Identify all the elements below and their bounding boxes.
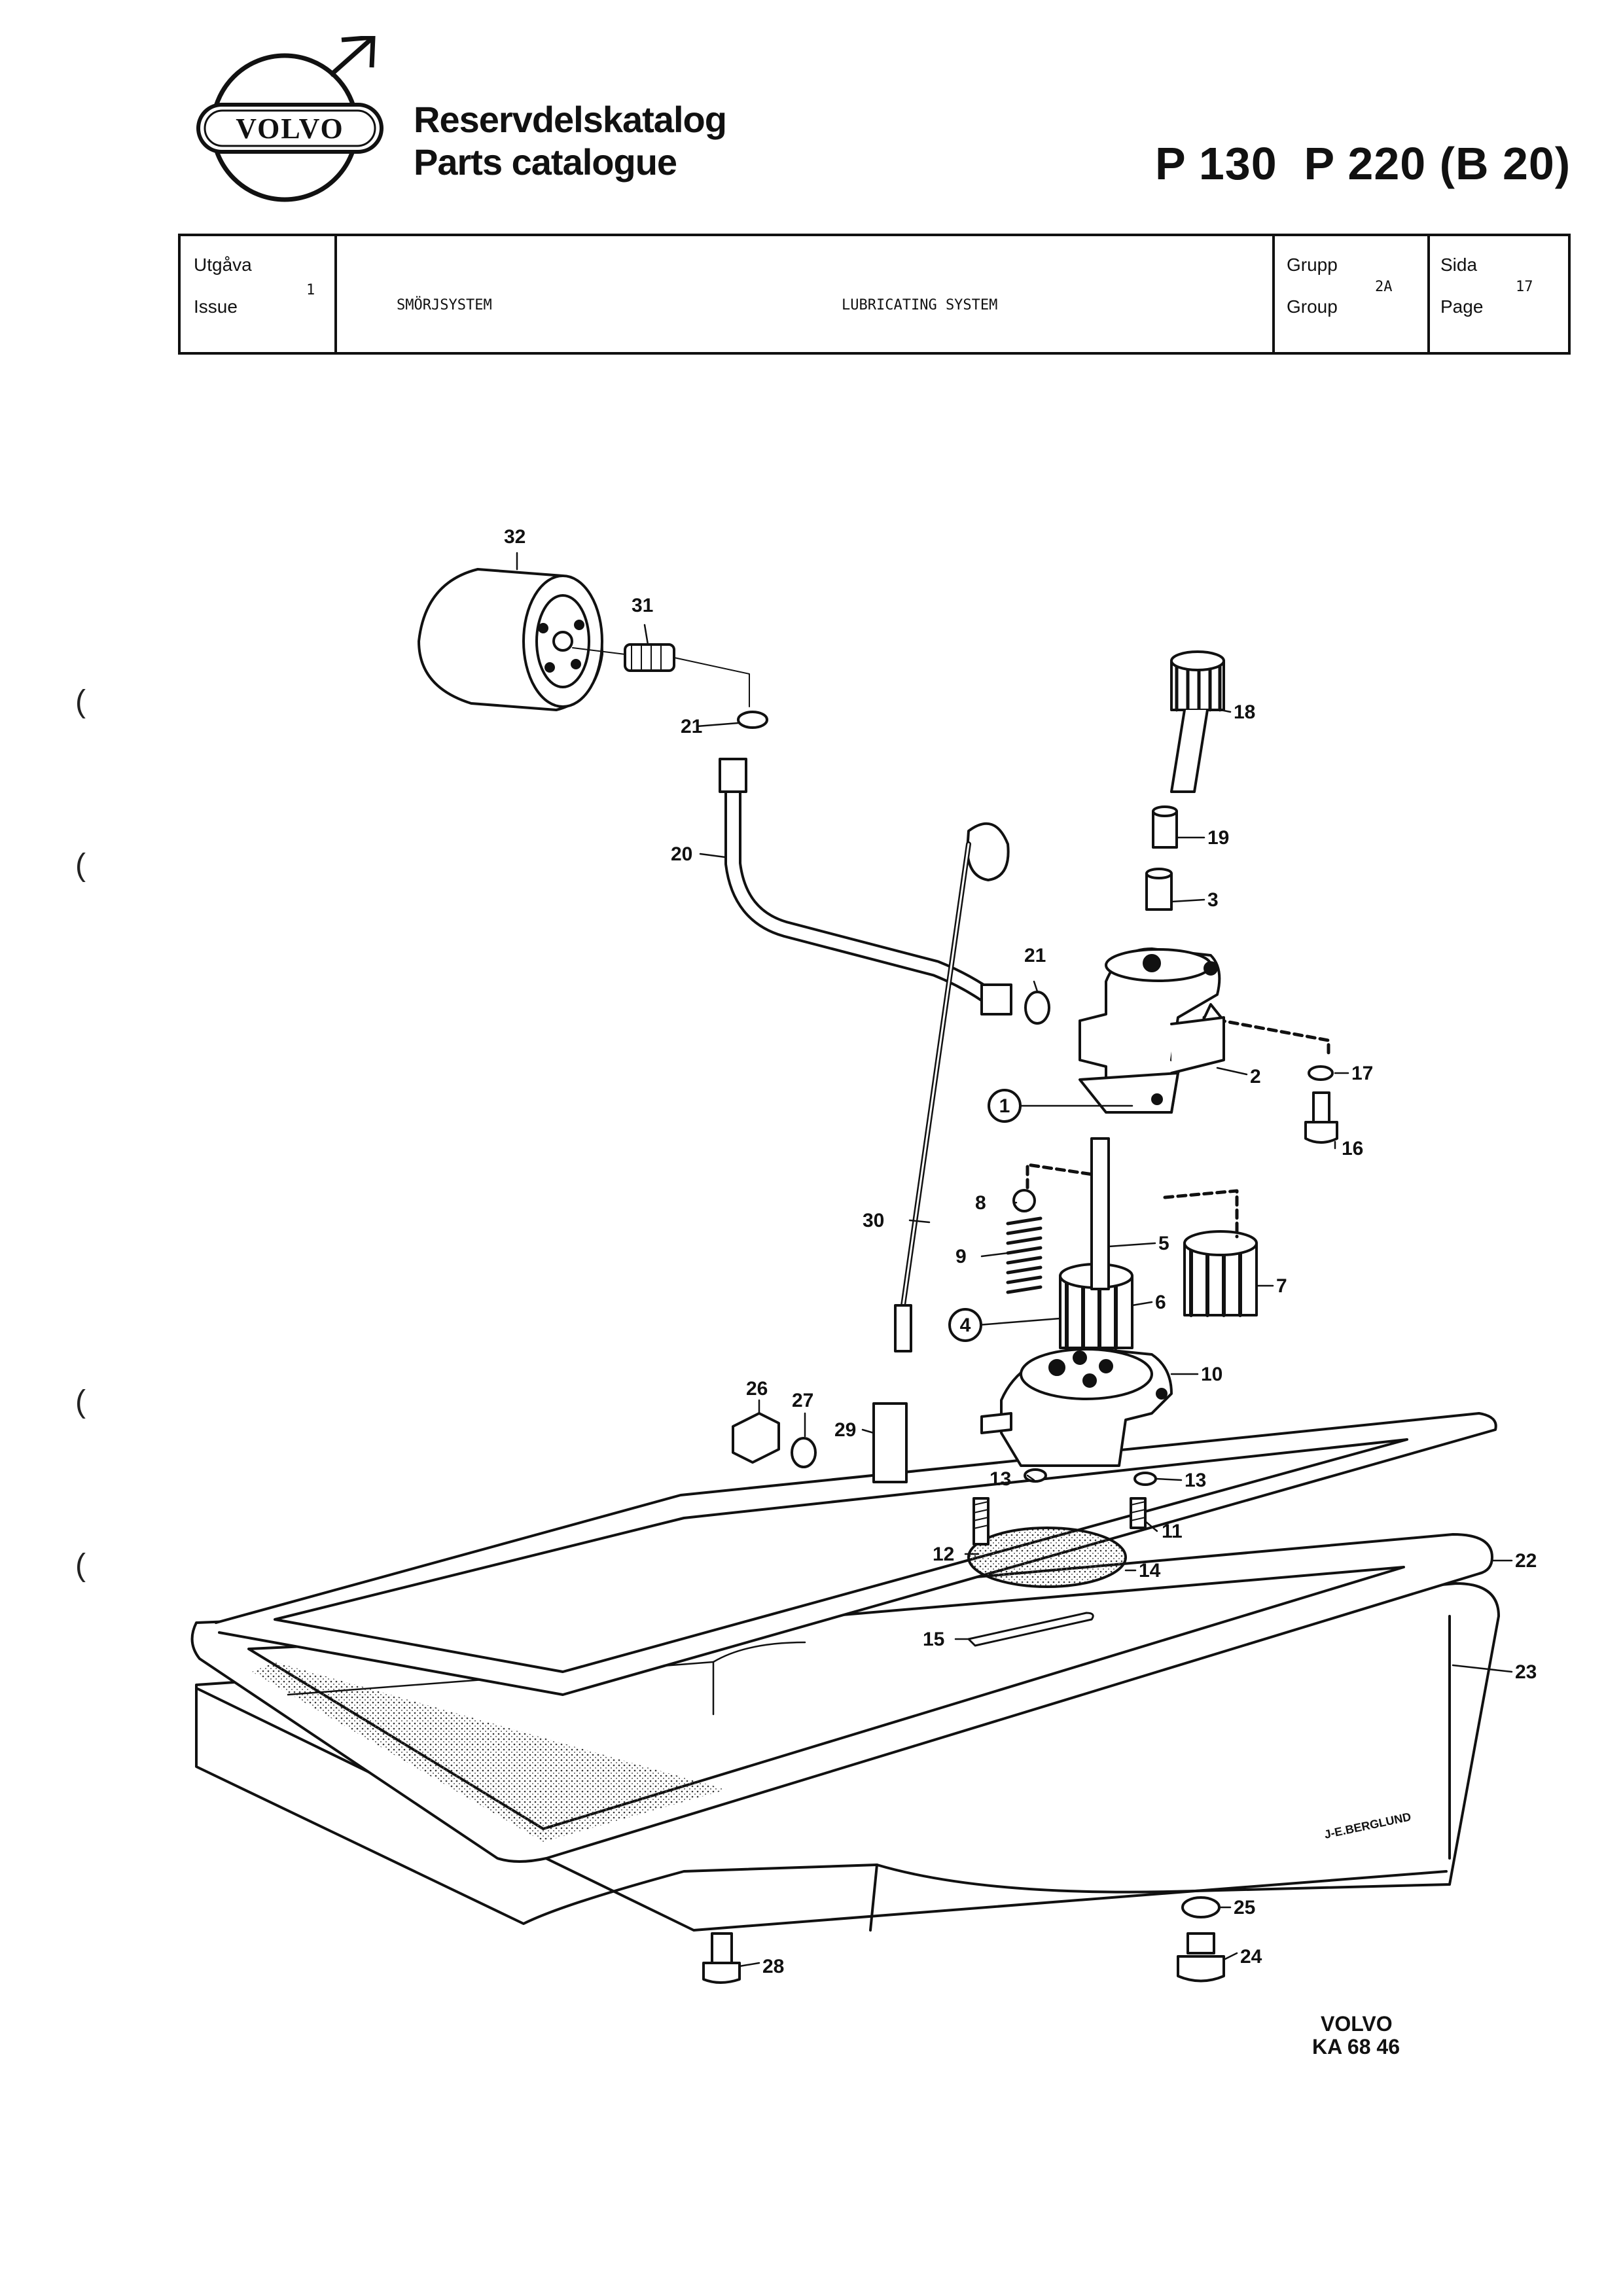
callout-27: 27	[792, 1390, 813, 1411]
oil-strainer-clip	[967, 1612, 1094, 1647]
margin-mark: (	[75, 1548, 86, 1583]
callout-10: 10	[1201, 1364, 1222, 1385]
oil-pan-bolt	[702, 1932, 741, 1984]
callout-32: 32	[504, 526, 526, 548]
pump-bracket-bolt	[1304, 1091, 1338, 1144]
oil-pressure-plug	[732, 1412, 780, 1464]
oil-filter	[418, 568, 603, 711]
callout-24: 24	[1240, 1946, 1262, 1968]
callout-13b: 13	[1185, 1470, 1206, 1491]
callout-29: 29	[834, 1419, 856, 1441]
issue-label-sv: Utgåva	[194, 255, 252, 275]
plug-sealing-washer	[791, 1437, 817, 1468]
margin-mark: (	[75, 684, 86, 719]
pipe-sealing-ring	[1024, 991, 1050, 1025]
oil-pump-cover	[980, 1347, 1173, 1467]
section-title-sv: SMÖRJSYSTEM	[397, 297, 492, 313]
page-label-sv: Sida	[1440, 255, 1478, 275]
oil-strainer-screen	[967, 1527, 1127, 1588]
callout-5: 5	[1158, 1233, 1169, 1254]
callout-30: 30	[863, 1210, 884, 1231]
callout-8: 8	[975, 1192, 986, 1214]
filter-nipple	[572, 643, 750, 707]
callout-25: 25	[1234, 1897, 1255, 1918]
callout-13a: 13	[990, 1468, 1011, 1490]
volvo-logo: VOLVO	[196, 36, 383, 202]
callout-22: 22	[1515, 1550, 1537, 1572]
issue-value: 1	[306, 282, 315, 298]
page-label-en: Page	[1440, 296, 1484, 317]
intermediate-drive-shaft	[1170, 650, 1225, 793]
callout-19: 19	[1207, 827, 1229, 849]
pipe-sealing-ring	[737, 711, 768, 729]
callout-20: 20	[671, 843, 692, 865]
callout-15: 15	[923, 1629, 944, 1650]
callout-9: 9	[955, 1246, 967, 1267]
oil-pump-housing	[1079, 947, 1225, 1114]
callout-4: 4	[960, 1315, 971, 1336]
section-title-en: LUBRICATING SYSTEM	[842, 297, 998, 313]
callout-11: 11	[1162, 1521, 1183, 1542]
relief-valve-ball	[1012, 1189, 1036, 1212]
page-value: 17	[1516, 279, 1533, 295]
callout-16: 16	[1342, 1138, 1363, 1159]
group-value: 2A	[1375, 279, 1393, 295]
catalog-title-english: Parts catalogue	[414, 141, 677, 183]
info-box: Utgåva Issue 1 SMÖRJSYSTEM LUBRICATING S…	[178, 234, 1571, 355]
group-label-sv: Grupp	[1287, 255, 1338, 275]
callout-3: 3	[1207, 889, 1219, 911]
callout-28: 28	[762, 1956, 784, 1977]
callout-1: 1	[999, 1095, 1010, 1117]
callout-21a: 21	[681, 716, 702, 737]
footer-brand: VOLVO	[1321, 2012, 1393, 2036]
group-label-en: Group	[1287, 296, 1338, 317]
oil-dipstick	[894, 822, 1010, 1352]
svg-text:VOLVO: VOLVO	[236, 113, 344, 145]
drain-plug	[1177, 1932, 1225, 1983]
relief-valve-spring	[1006, 1216, 1043, 1294]
margin-mark: (	[75, 1385, 86, 1419]
callout-17: 17	[1351, 1063, 1373, 1084]
drive-shaft-sleeve	[1145, 868, 1173, 911]
drive-shaft-bushing	[1152, 805, 1178, 849]
oil-pump-driven-gear	[1183, 1230, 1258, 1317]
callout-31: 31	[632, 595, 653, 616]
model-designation: P 130 P 220 (B 20)	[1155, 138, 1571, 189]
callout-14: 14	[1139, 1560, 1161, 1581]
lock-washer	[1308, 1065, 1334, 1081]
catalog-title-swedish: Reservdelskatalog	[414, 99, 727, 140]
footer-reference: KA 68 46	[1312, 2035, 1400, 2058]
callout-21b: 21	[1024, 945, 1046, 966]
issue-label-en: Issue	[194, 296, 238, 317]
callout-26: 26	[746, 1378, 768, 1400]
callout-2: 2	[1250, 1066, 1261, 1087]
drain-plug-washer	[1181, 1896, 1221, 1918]
callout-12: 12	[933, 1544, 954, 1565]
pump-bolt-short	[1130, 1497, 1147, 1529]
margin-mark: (	[75, 848, 86, 883]
callout-18: 18	[1234, 701, 1255, 723]
pump-mounting-bolt	[972, 1497, 990, 1545]
oil-pump-shaft	[1090, 1137, 1110, 1290]
callout-23: 23	[1515, 1661, 1537, 1683]
callout-7: 7	[1276, 1275, 1287, 1297]
dipstick-tube	[872, 1402, 908, 1483]
oil-delivery-pipe	[719, 758, 1012, 1016]
callout-6: 6	[1155, 1292, 1166, 1313]
lubricating-system-exploded-diagram: 1 2 3 4 5 6 7 8 9 10 11 12 13 13 14 15 1…	[190, 526, 1537, 1984]
